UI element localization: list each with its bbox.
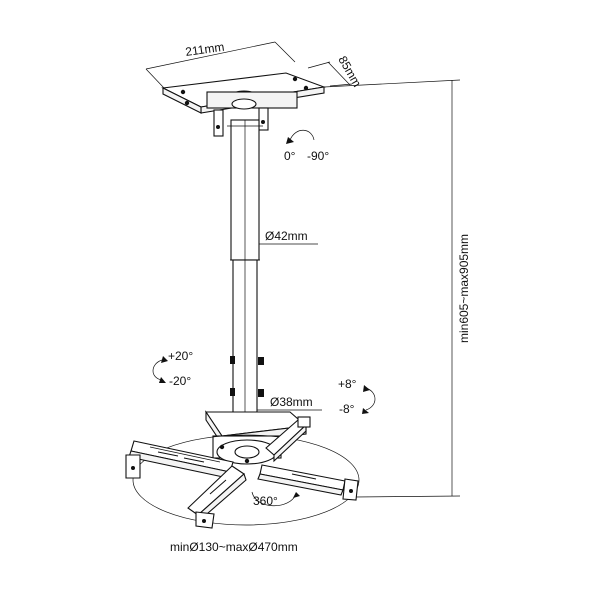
pole-diameter-callout: Ø42mm xyxy=(259,229,318,245)
roll-minus-label: -8° xyxy=(339,402,355,416)
ceiling-swivel-minus90: -90° xyxy=(307,149,329,163)
full-rotation-indicator: 360° xyxy=(251,491,300,508)
ceiling-swivel-zero: 0° xyxy=(284,149,296,163)
tilt-head xyxy=(204,410,308,465)
arm-left-slots xyxy=(157,451,205,463)
arm-span-circle xyxy=(132,434,360,526)
arm-back xyxy=(265,416,311,463)
pole-diameter-label: Ø42mm xyxy=(265,229,308,243)
tilt-indicator: +20° -20° xyxy=(152,349,193,388)
ceiling-swivel-indicator: 0° -90° xyxy=(284,129,329,163)
full-rotation-label: 360° xyxy=(253,494,278,508)
arm-span-label: minØ130~maxØ470mm xyxy=(170,540,298,554)
arm-front xyxy=(187,465,247,529)
tilt-up-label: +20° xyxy=(168,349,193,363)
plate-hole-1 xyxy=(180,89,186,95)
inner-pole-diameter-callout: Ø38mm xyxy=(257,395,322,411)
roll-plus-label: +8° xyxy=(338,377,357,391)
roll-indicator: +8° -8° xyxy=(338,377,376,416)
plate-depth-label: 85mm xyxy=(335,54,364,90)
height-range-label: min605~max905mm xyxy=(457,234,471,343)
inner-pole-diameter-label: Ø38mm xyxy=(270,395,313,409)
outer-pole xyxy=(227,119,263,261)
arm-left xyxy=(125,440,234,479)
arm-right xyxy=(257,464,359,501)
plate-hole-2 xyxy=(184,100,190,106)
plate-hole-4 xyxy=(303,85,309,91)
plate-hole-3 xyxy=(292,76,298,82)
height-dimension: min605~max905mm xyxy=(323,79,471,498)
inner-pole xyxy=(230,259,264,416)
ceiling-plate xyxy=(161,72,327,137)
plate-width-dimension: 211mm xyxy=(145,40,296,89)
tilt-down-label: -20° xyxy=(169,374,191,388)
plate-width-label: 211mm xyxy=(184,40,225,59)
